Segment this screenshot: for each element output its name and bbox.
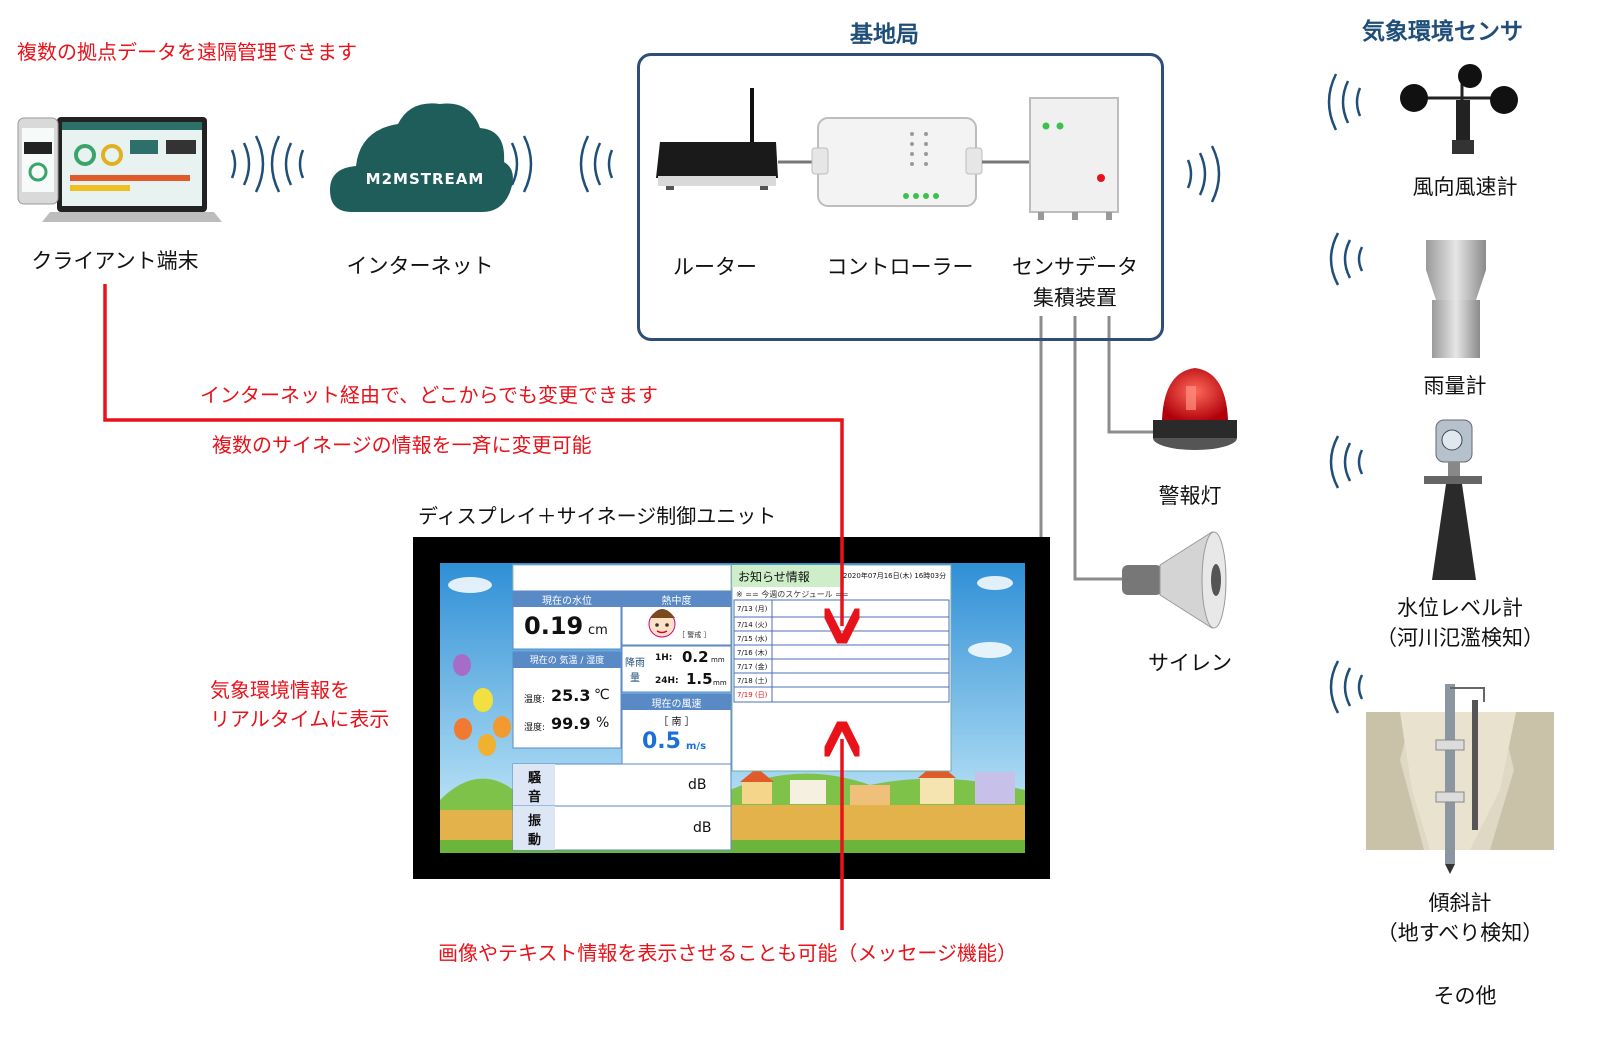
siren-label: サイレン (1148, 651, 1232, 675)
cloud-icon (330, 103, 513, 212)
rain-label-2: 量 (630, 673, 640, 684)
multi-site-note: 複数の拠点データを遠隔管理できます (17, 40, 357, 64)
temp-unit: ℃ (594, 687, 610, 703)
schedule-date: 7/16 (木) (737, 649, 768, 657)
signage-title-panel (512, 564, 732, 592)
rain-label-1: 降雨 (625, 658, 645, 669)
anemometer-icon (1400, 64, 1518, 154)
internet-label: インターネット (346, 254, 494, 278)
inclinometer-icon (1366, 684, 1554, 874)
rain-24h-label: 24H: (655, 676, 679, 686)
schedule-date: 7/19 (日) (737, 691, 768, 699)
schedule-date: 7/18 (土) (737, 677, 768, 685)
client-terminal-label: クライアント端末 (31, 249, 199, 273)
schedule-date: 7/13 (月) (737, 605, 768, 613)
temp-humidity-title: 現在の 気温 / 湿度 (529, 656, 605, 666)
weather-info-note-line1: 気象環境情報を (210, 678, 350, 702)
rain-1h-unit: mm (711, 656, 725, 664)
schedule-date: 7/15 (水) (737, 635, 768, 643)
sensors-title: 気象環境センサ (1362, 19, 1523, 45)
signal-wave-icon (230, 73, 1364, 714)
router-icon (656, 88, 778, 190)
water-level-unit: cm (588, 623, 608, 638)
siren-icon (1122, 531, 1227, 629)
noise-label-1: 騒 (528, 771, 542, 786)
wind-title: 現在の風速 (651, 699, 702, 710)
collector-label-line2: 集積装置 (1033, 286, 1117, 310)
rain-24h-unit: mm (713, 679, 727, 687)
water-level-meter-icon (1424, 419, 1482, 580)
schedule-header: ※ == 今週のスケジュール == (736, 590, 849, 599)
humidity-value: 99.9 (551, 714, 591, 733)
humidity-label: 湿度: (524, 723, 546, 733)
water-level-title: 現在の水位 (542, 596, 592, 607)
base-station-title: 基地局 (850, 22, 919, 48)
rain-24h-value: 1.5 (686, 670, 713, 688)
other-sensors-label: その他 (1433, 984, 1497, 1008)
rain-1h-value: 0.2 (682, 648, 709, 666)
anemometer-label: 風向風速計 (1412, 175, 1518, 199)
inclinometer-label-line1: 傾斜計 (1428, 891, 1492, 915)
change-all-note: 複数のサイネージの情報を一斉に変更可能 (212, 433, 592, 457)
water-level-label-line2: （河川氾濫検知） (1376, 626, 1544, 650)
wind-value: 0.5 (642, 729, 681, 754)
heatstroke-level: ［ 警戒 ］ (678, 631, 711, 639)
collector-label-line1: センサデータ (1012, 255, 1138, 279)
message-feature-note: 画像やテキスト情報を表示させることも可能（メッセージ機能） (438, 941, 1017, 965)
cloud-decoration (448, 576, 1013, 658)
temp-label: 温度: (524, 695, 546, 705)
notice-title: お知らせ情報 (738, 570, 810, 584)
temp-value: 25.3 (551, 686, 591, 705)
controller-label: コントローラー (826, 255, 974, 279)
inclinometer-label-line2: （地すべり検知） (1376, 921, 1544, 945)
vibration-label-1: 振 (528, 814, 542, 829)
controller-icon (811, 117, 983, 207)
change-anywhere-note: インターネット経由で、どこからでも変更できます (200, 383, 658, 407)
noise-label-2: 音 (528, 790, 542, 805)
notice-datetime: 2020年07月16日(木) 16時03分 (843, 572, 947, 580)
rain-gauge-icon (1426, 240, 1486, 358)
display-label: ディスプレイ＋サイネージ制御ユニット (418, 504, 777, 528)
vibration-unit: dB (693, 820, 712, 836)
client-terminal-icon (17, 117, 222, 222)
warning-light-label: 警報灯 (1158, 484, 1222, 508)
cable-line (1039, 316, 1160, 581)
humidity-unit: % (596, 715, 610, 731)
schedule-date: 7/17 (金) (737, 663, 768, 671)
schedule-date: 7/14 (火) (737, 621, 768, 629)
base-station-box (637, 53, 1164, 341)
router-label: ルーター (673, 255, 757, 279)
red-arrow (103, 284, 842, 930)
weather-info-note-line2: リアルタイムに表示 (210, 707, 390, 731)
wind-direction: ［ 南 ］ (658, 717, 695, 728)
rain-1h-label: 1H: (655, 653, 673, 663)
water-level-value: 0.19 (524, 612, 584, 640)
rainfall-panel (621, 645, 732, 693)
heatstroke-title: 熱中度 (661, 596, 692, 607)
rain-gauge-label: 雨量計 (1423, 374, 1487, 398)
data-collector-icon (1029, 97, 1119, 220)
vibration-label-2: 動 (528, 833, 542, 848)
cloud-logo-text: M2MSTREAM (365, 170, 485, 188)
water-level-label-line1: 水位レベル計 (1397, 596, 1523, 620)
noise-unit: dB (688, 777, 707, 793)
balloon-decoration (453, 654, 511, 756)
wind-unit: m/s (686, 741, 707, 752)
warning-light-icon (1153, 368, 1237, 450)
